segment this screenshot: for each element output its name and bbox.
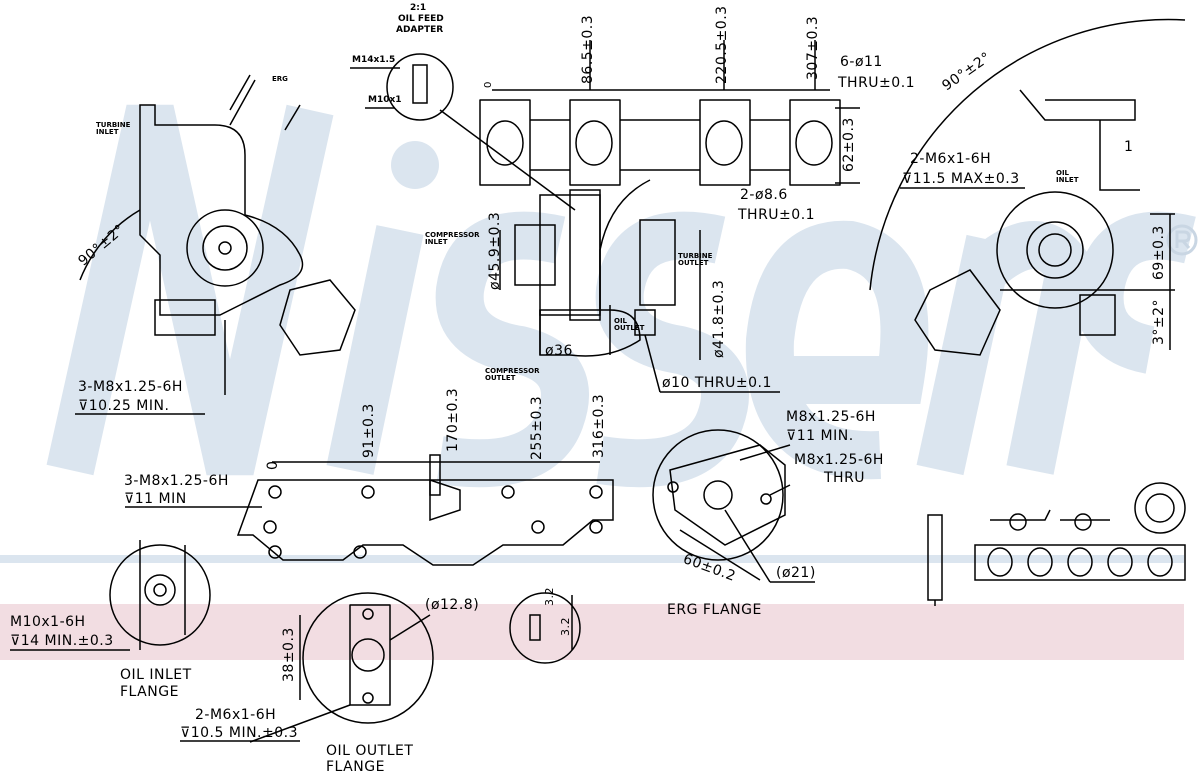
oil-outlet-bore: (ø12.8) bbox=[425, 597, 480, 613]
compressor-outlet-label: COMPRESSOR OUTLET bbox=[485, 367, 540, 383]
oil-inlet-title-1: OIL INLET bbox=[120, 667, 192, 683]
compressor-outlet-diameter: ø36 bbox=[545, 343, 573, 359]
hole-label: ø10 THRU±0.1 bbox=[662, 375, 772, 391]
oil-outlet-label: OIL OUTLET bbox=[614, 317, 645, 333]
exhaust-flange-top bbox=[479, 40, 860, 393]
watermark-letter-s1 bbox=[435, 211, 589, 488]
dim-220: 220.5±0.3 bbox=[714, 5, 730, 84]
watermark-letter-e bbox=[745, 220, 929, 480]
right-thread: 2-M6x1-6H bbox=[910, 151, 992, 167]
erg-bore: (ø21) bbox=[776, 565, 816, 581]
manifold-dim-255: 255±0.3 bbox=[529, 395, 545, 460]
oil-inlet-title-2: FLANGE bbox=[120, 684, 179, 700]
turbine-inlet-label: TURBINE INLET bbox=[96, 121, 131, 137]
manifold-dim-316: 316±0.3 bbox=[591, 393, 607, 458]
left-depth: ⊽10.25 MIN. bbox=[78, 398, 170, 414]
manifold-dim-0: 0 bbox=[265, 460, 281, 470]
right-angle-dim: 3°±2° bbox=[1151, 298, 1167, 345]
erg-flange-title: ERG FLANGE bbox=[667, 602, 762, 618]
oil-feed-adapter-detail bbox=[350, 53, 576, 211]
watermark-letter-s2 bbox=[595, 211, 749, 488]
pink-band bbox=[0, 604, 1184, 660]
watermark-letter-i bbox=[326, 225, 424, 475]
compressor-inlet-label: COMPRESSOR INLET bbox=[425, 231, 480, 247]
manifold-dim-170: 170±0.3 bbox=[445, 387, 461, 452]
manifold-dim-91: 91±0.3 bbox=[361, 403, 377, 458]
right-turbo-view bbox=[869, 18, 1186, 356]
erg-flange-detail bbox=[652, 429, 815, 583]
manifold-view bbox=[125, 454, 614, 566]
small-detail bbox=[509, 592, 581, 664]
left-thread: 3-M8x1.25-6H bbox=[78, 379, 183, 395]
oil-outlet-spacing: 38±0.3 bbox=[281, 627, 297, 682]
inlet-diameter: ø45.9±0.3 bbox=[487, 211, 503, 290]
pin-thru: THRU±0.1 bbox=[738, 207, 816, 223]
oil-inlet-label: OIL INLET bbox=[1056, 169, 1079, 185]
adapter-thread-bottom: M10x1 bbox=[368, 95, 402, 105]
pin-label: 2-ø8.6 bbox=[740, 187, 788, 203]
manifold-thread: 3-M8x1.25-6H bbox=[124, 473, 229, 489]
oil-outlet-flange-detail bbox=[180, 592, 434, 743]
oil-outlet-title-1: OIL OUTLET bbox=[326, 743, 414, 759]
oil-outlet-thread: 2-M6x1-6H bbox=[195, 707, 277, 723]
marker-1: 1 bbox=[1124, 139, 1134, 155]
oil-inlet-flange-detail bbox=[10, 540, 211, 651]
manifold-depth: ⊽11 MIN bbox=[124, 491, 187, 507]
height-dim: 62±0.3 bbox=[841, 117, 857, 172]
detail-dim-2: 3.2 bbox=[559, 617, 572, 636]
detail-dim-1: 3.2 bbox=[543, 587, 556, 606]
erg-depth-1: ⊽11 MIN. bbox=[786, 428, 854, 444]
dim-0: 0 bbox=[483, 81, 494, 88]
erg-thread-2: M8x1.25-6H bbox=[794, 452, 884, 468]
oil-inlet-thread: M10x1-6H bbox=[10, 614, 86, 630]
outlet-diameter: ø41.8±0.3 bbox=[711, 279, 727, 358]
oil-outlet-depth: ⊽10.5 MIN.±0.3 bbox=[180, 725, 298, 741]
right-depth: ⊽11.5 MAX±0.3 bbox=[902, 171, 1020, 187]
erg-thread-1: M8x1.25-6H bbox=[786, 409, 876, 425]
adapter-thread-top: M14x1.5 bbox=[352, 55, 396, 65]
holes-thru: THRU±0.1 bbox=[838, 75, 916, 91]
oil-outlet-title-2: FLANGE bbox=[326, 759, 385, 774]
turbine-outlet-label: TURBINE OUTLET bbox=[678, 252, 713, 268]
left-turbo-view bbox=[75, 74, 356, 415]
registered-mark bbox=[1166, 224, 1198, 256]
adapter-scale: 2:1 bbox=[410, 3, 427, 13]
dim-307: 307±0.3 bbox=[805, 15, 821, 80]
dim-86: 86.5±0.3 bbox=[580, 14, 596, 84]
right-height-dim: 69±0.3 bbox=[1151, 225, 1167, 280]
erg-label: ERG bbox=[272, 75, 288, 83]
adapter-title-2: ADAPTER bbox=[396, 25, 444, 35]
blue-band bbox=[0, 555, 1184, 563]
erg-thru: THRU bbox=[824, 470, 866, 486]
adapter-title-1: OIL FEED bbox=[398, 14, 444, 24]
gasket-set bbox=[927, 482, 1186, 606]
holes-label: 6-ø11 bbox=[840, 54, 883, 70]
oil-inlet-depth: ⊽14 MIN.±0.3 bbox=[10, 633, 114, 649]
